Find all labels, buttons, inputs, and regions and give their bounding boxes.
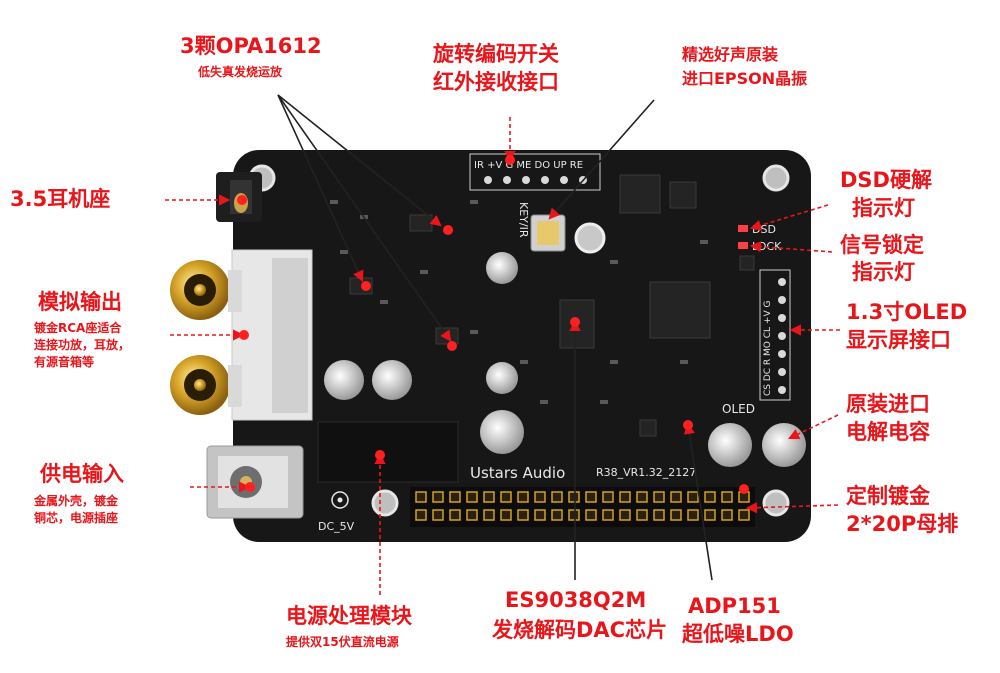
opa-subtitle: 低失真发烧运放	[198, 65, 283, 79]
gpio-pin	[432, 491, 444, 503]
gpio-pin	[449, 509, 461, 521]
gpio-pin	[670, 509, 682, 521]
gpio-pin	[687, 509, 699, 521]
analog-title: 模拟输出	[38, 290, 122, 314]
gpio-pin	[568, 509, 580, 521]
gpio-pin	[517, 509, 529, 521]
gpio-pin	[466, 491, 478, 503]
key-ir-label: KEY/IR	[517, 202, 530, 238]
dsd-indicator-line2: 指示灯	[852, 196, 915, 220]
gpio-pin	[619, 509, 631, 521]
gpio-pin	[551, 491, 563, 503]
power-module-sub: 提供双15伏直流电源	[286, 635, 399, 649]
gpio-pin	[483, 491, 495, 503]
lock-indicator-line1: 信号锁定	[840, 233, 924, 257]
oled-pin-labels: CS DC R MO CL +V G	[763, 301, 773, 396]
gpio-pin	[738, 491, 750, 503]
electrolytic-capacitors	[324, 252, 806, 467]
opa-title: 3颗OPA1612	[180, 34, 322, 58]
dc-label: DC_5V	[318, 520, 355, 533]
power-module-title: 电源处理模块	[286, 604, 412, 628]
gpio-pin	[636, 509, 648, 521]
gpio-pin	[636, 491, 648, 503]
gpio-pin	[602, 491, 614, 503]
power-input-sub2: 铜芯，电源插座	[34, 511, 119, 525]
gpio-pin	[721, 509, 733, 521]
gpio-pin	[415, 491, 427, 503]
gpio-pin	[653, 509, 665, 521]
dsd-indicator-line1: DSD硬解	[840, 168, 932, 192]
gpio-pin	[585, 491, 597, 503]
crystal-line1: 精选好声原装	[682, 45, 779, 64]
dac-line2: 发烧解码DAC芯片	[492, 618, 668, 642]
oled-line1: 1.3寸OLED	[846, 300, 968, 324]
header-pin-labels: IR +V G ME DO UP RE	[474, 160, 583, 171]
dsd-label: DSD	[752, 223, 776, 236]
header-line1: 定制镀金	[846, 484, 930, 508]
brand-label: Ustars Audio	[470, 464, 565, 482]
gpio-pin	[449, 491, 461, 503]
encoder-line2: 红外接收接口	[433, 70, 559, 94]
gpio-pin	[704, 509, 716, 521]
power-input-title: 供电输入	[40, 462, 124, 486]
gpio-pin	[619, 491, 631, 503]
gpio-pin	[568, 491, 580, 503]
gpio-pin	[517, 491, 529, 503]
gpio-pin	[721, 491, 733, 503]
lock-indicator-line2: 指示灯	[852, 260, 915, 284]
gpio-pin	[704, 491, 716, 503]
lock-label: LOCK	[752, 240, 782, 253]
gpio-pin	[653, 491, 665, 503]
gpio-pin	[551, 509, 563, 521]
ldo-line2: 超低噪LDO	[682, 622, 794, 646]
encoder-line1: 旋转编码开关	[433, 42, 559, 66]
header-line2: 2*20P母排	[846, 512, 959, 536]
gpio-pin	[585, 509, 597, 521]
crystal-line2: 进口EPSON晶振	[682, 69, 808, 88]
gpio-pin	[500, 509, 512, 521]
gpio-pin	[738, 509, 750, 521]
gpio-pin	[466, 509, 478, 521]
ldo-line1: ADP151	[688, 594, 781, 618]
dac-line1: ES9038Q2M	[505, 588, 647, 612]
capacitor-line1: 原装进口	[846, 392, 930, 416]
gpio-pin	[500, 491, 512, 503]
oled-line2: 显示屏接口	[846, 328, 951, 352]
power-input-sub1: 金属外壳，镀金	[34, 494, 119, 508]
capacitor-line2: 电解电容	[846, 420, 930, 444]
gpio-pin	[670, 491, 682, 503]
gpio-pin	[534, 509, 546, 521]
gpio-pin	[483, 509, 495, 521]
gpio-pin	[432, 509, 444, 521]
headphone-jack	[216, 172, 262, 222]
dc-symbol-icon	[331, 491, 349, 509]
model-label: R38_VR1.32_2127	[596, 466, 696, 479]
dc-power-jack	[206, 445, 304, 519]
jack-title: 3.5耳机座	[10, 187, 111, 211]
analog-sub2: 连接功放，耳放，	[34, 338, 131, 352]
gpio-pin	[534, 491, 546, 503]
gpio-pin	[415, 509, 427, 521]
rca-jacks	[170, 249, 313, 421]
oled-label: OLED	[722, 402, 755, 416]
analog-sub1: 镀金RCA座适合	[34, 321, 122, 335]
gpio-pin	[687, 491, 699, 503]
gpio-pin	[602, 509, 614, 521]
gpio-header-body	[410, 487, 755, 527]
gpio-header	[410, 487, 755, 527]
analog-sub3: 有源音箱等	[34, 355, 95, 369]
